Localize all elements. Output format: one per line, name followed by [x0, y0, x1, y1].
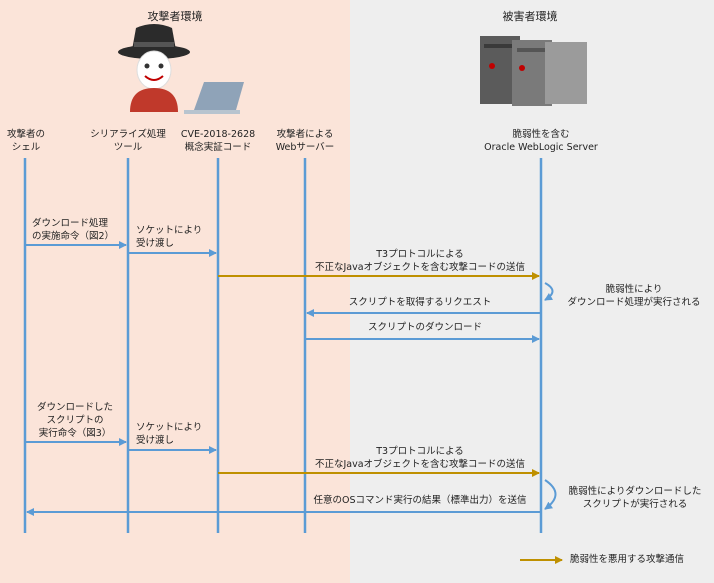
lifelines — [23, 158, 543, 533]
message-script-download: スクリプトのダウンロード — [367, 322, 482, 333]
message-socket-pass-1: ソケットにより受け渡し — [136, 225, 203, 249]
message-t3-attack-2: T3プロトコルによる不正なJavaオブジェクトを含む攻撃コードの送信 — [314, 446, 526, 470]
message-socket-pass-2: ソケットにより受け渡し — [136, 422, 203, 446]
lane-attacker-shell: 攻撃者のシェル — [6, 129, 45, 153]
legend-label: 脆弱性を悪用する攻撃通信 — [570, 554, 685, 565]
message-script-request: スクリプトを取得するリクエスト — [348, 297, 492, 308]
self-loop-arrow-1 — [544, 282, 554, 301]
message-os-command-result: 任意のOSコマンド実行の結果（標準出力）を送信 — [313, 495, 527, 506]
message-t3-attack-1: T3プロトコルによる不正なJavaオブジェクトを含む攻撃コードの送信 — [314, 249, 526, 273]
laptop-icon — [184, 82, 244, 114]
message-execute-command: ダウンロードしたスクリプトの実行命令（図3） — [36, 402, 113, 439]
message-self-script-executed: 脆弱性によりダウンロードしたスクリプトが実行される — [568, 486, 702, 510]
server-icon — [480, 36, 587, 106]
attacker-environment — [0, 0, 350, 583]
victim-environment-title: 被害者環境 — [502, 10, 558, 23]
self-loop-arrow-2 — [544, 479, 557, 510]
lane-serialization-tool: シリアライズ処理ツール — [90, 129, 166, 153]
message-arrows — [25, 241, 541, 516]
attacker-hacker-icon — [118, 24, 190, 112]
attacker-environment-title: 攻撃者環境 — [147, 10, 203, 23]
message-download-command: ダウンロード処理の実施命令（図2） — [32, 218, 115, 242]
message-self-download-executed: 脆弱性によりダウンロード処理が実行される — [567, 284, 701, 308]
